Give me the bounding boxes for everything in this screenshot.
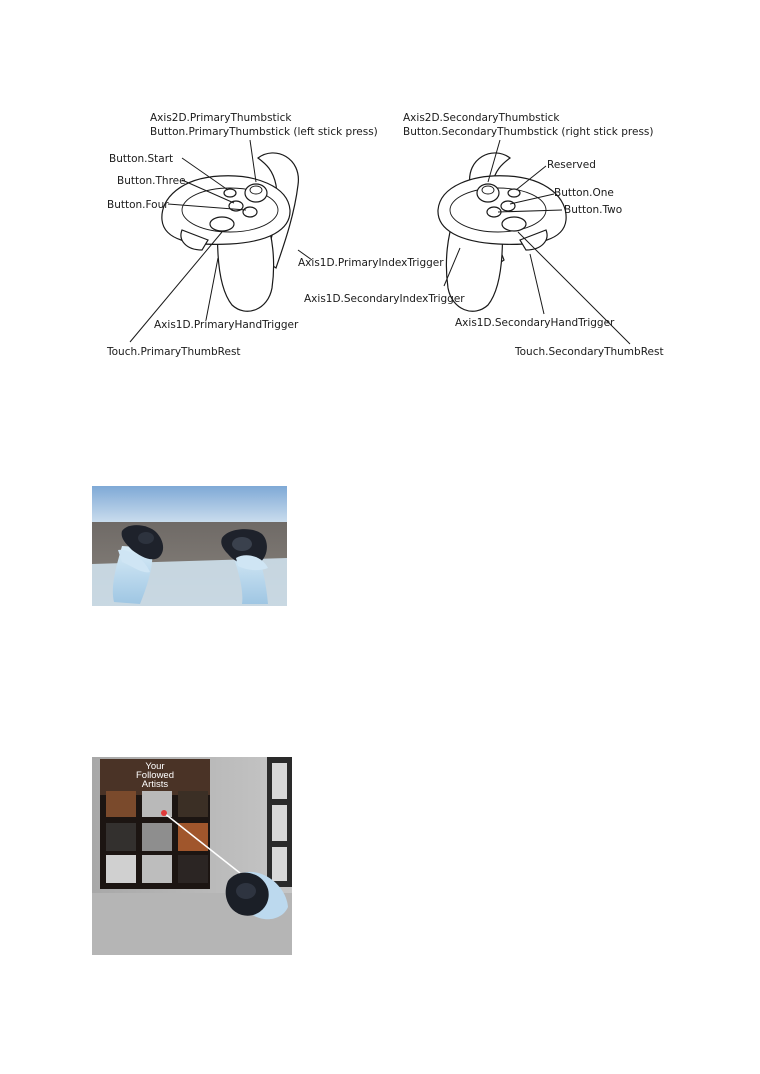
label-primary-thumbstick-axis: Axis2D.PrimaryThumbstick (150, 112, 292, 124)
left-controller-drawing (161, 152, 299, 312)
artist-tile[interactable] (106, 791, 136, 817)
right-vr-hand (225, 871, 288, 920)
controller-mapping-diagram: Axis2D.PrimaryThumbstick Button.PrimaryT… (90, 100, 680, 375)
label-primary-thumbstick-press: Button.PrimaryThumbstick (left stick pre… (150, 126, 378, 138)
sky (92, 486, 287, 522)
panel-title-line2: Followed (136, 770, 174, 781)
label-reserved: Reserved (547, 159, 596, 171)
label-secondary-thumbstick-axis: Axis2D.SecondaryThumbstick (403, 112, 560, 124)
artist-tile[interactable] (106, 823, 136, 851)
artist-tile[interactable] (142, 823, 172, 851)
followed-artists-screenshot: Your Followed Artists (92, 757, 292, 955)
panel-title-line1: Your (145, 761, 164, 772)
label-primary-hand-trigger: Axis1D.PrimaryHandTrigger (154, 319, 299, 331)
label-button-one: Button.One (554, 187, 614, 199)
label-button-three: Button.Three (117, 175, 186, 187)
left-vr-hand (112, 525, 164, 604)
right-vr-hand (221, 529, 268, 604)
window-frame (267, 757, 292, 887)
artist-tile[interactable] (142, 855, 172, 883)
artist-tile[interactable] (178, 791, 208, 817)
artist-tile[interactable] (142, 791, 172, 817)
artist-tile[interactable] (178, 855, 208, 883)
pointer-dot (161, 810, 167, 816)
label-secondary-index-trigger: Axis1D.SecondaryIndexTrigger (304, 293, 465, 305)
label-secondary-thumb-rest: Touch.SecondaryThumbRest (514, 346, 664, 358)
pointer-ray (163, 812, 241, 874)
panel-title-line3: Artists (142, 779, 169, 790)
right-controller-drawing (437, 152, 567, 312)
artist-tile[interactable] (106, 855, 136, 883)
label-secondary-hand-trigger: Axis1D.SecondaryHandTrigger (455, 317, 615, 329)
label-button-four: Button.Four (107, 199, 169, 211)
label-primary-thumb-rest: Touch.PrimaryThumbRest (106, 346, 241, 358)
label-primary-index-trigger: Axis1D.PrimaryIndexTrigger (298, 257, 444, 269)
label-secondary-thumbstick-press: Button.SecondaryThumbstick (right stick … (403, 126, 653, 138)
vr-hands-screenshot (92, 486, 287, 606)
followed-artists-panel[interactable]: Your Followed Artists (100, 759, 210, 889)
label-button-two: Button.Two (564, 204, 622, 216)
label-button-start: Button.Start (109, 153, 173, 165)
